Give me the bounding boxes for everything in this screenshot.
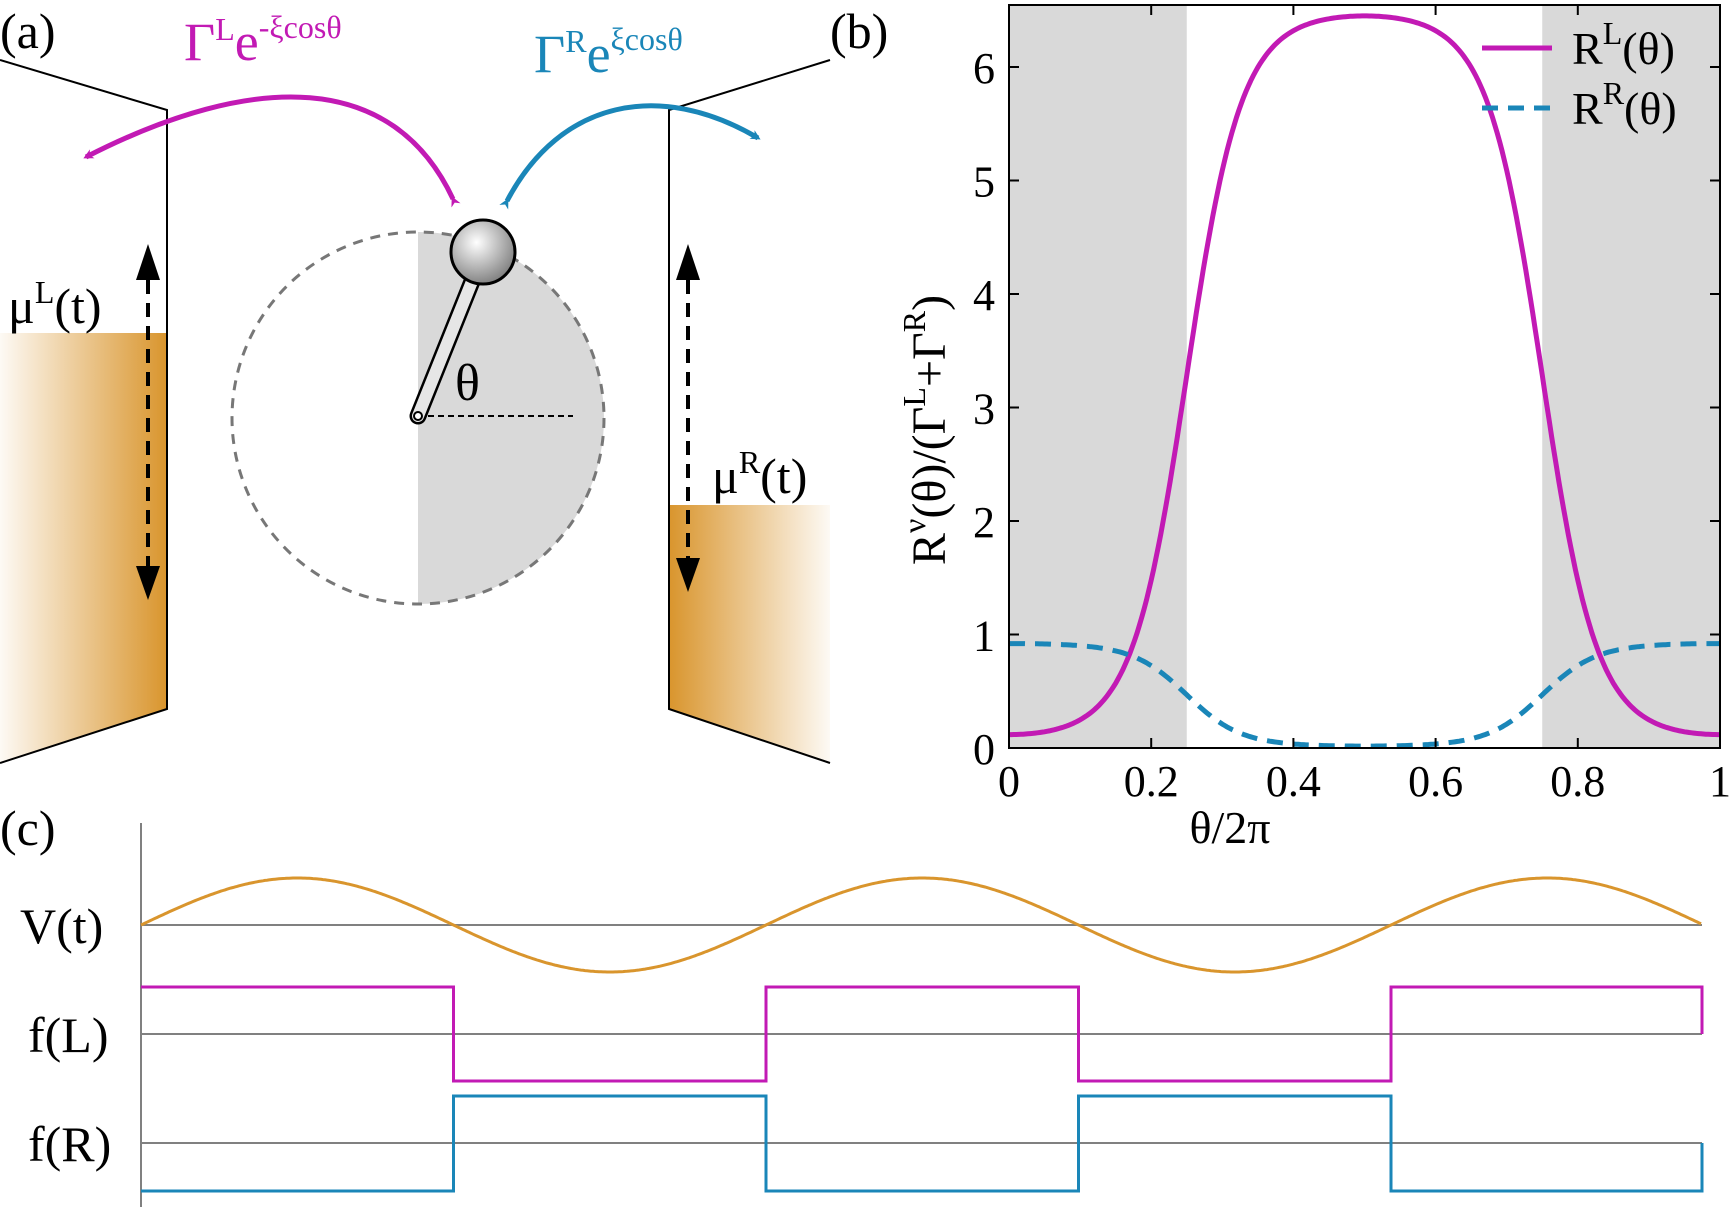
gamma-l-label: ΓLe-ξcosθ xyxy=(184,9,342,72)
gamma-r-label: ΓReξcosθ xyxy=(534,21,683,84)
y-tick-label: 1 xyxy=(973,612,995,661)
row-label-v: V(t) xyxy=(20,898,103,954)
right-lead-fill xyxy=(669,505,830,763)
v-waveform xyxy=(140,876,1702,974)
chart-legend: RL(θ) RR(θ) xyxy=(1482,15,1677,134)
rotor-orbit xyxy=(230,230,606,606)
left-lead: μL(t) xyxy=(0,59,168,764)
panel-a-label: (a) xyxy=(0,3,56,59)
mu-r-arrow-down-icon xyxy=(676,558,700,592)
chart-ylabel: Rν(θ)/(ΓL+ΓR) xyxy=(896,295,956,565)
gamma-l-arrow xyxy=(83,94,461,208)
panel-c-label: (c) xyxy=(0,800,56,856)
mu-l-arrow-down-icon xyxy=(136,566,160,600)
rotor-ball xyxy=(449,218,517,286)
rate-chart: 0 0.2 0.4 0.6 0.8 1 0 1 2 3 4 5 6 xyxy=(973,4,1731,806)
row-label-fl: f(L) xyxy=(28,1007,109,1063)
x-tick-label: 0.4 xyxy=(1266,757,1321,806)
x-tick-label: 0 xyxy=(998,757,1020,806)
chart-shaded-region xyxy=(1009,5,1187,748)
chart-shaded-region xyxy=(1542,5,1720,748)
rotor: θ xyxy=(230,218,606,606)
mu-r-label: μR(t) xyxy=(712,444,807,504)
x-tick-label: 1 xyxy=(1709,757,1731,806)
y-tick-label: 3 xyxy=(973,385,995,434)
series-rl-line xyxy=(1009,13,1720,738)
legend-label-rr: RR(θ) xyxy=(1572,75,1677,134)
series-rr-line xyxy=(1009,641,1720,749)
y-tick-label: 4 xyxy=(973,271,995,320)
mu-l-label: μL(t) xyxy=(8,274,102,334)
row-label-fr: f(R) xyxy=(28,1116,111,1172)
y-tick-label: 0 xyxy=(973,725,995,774)
panel-c: (c) V(t) f(L) f(R) xyxy=(0,800,1704,1207)
y-tick-label: 5 xyxy=(973,158,995,207)
legend-label-rl: RL(θ) xyxy=(1572,15,1675,74)
rotor-pivot xyxy=(413,411,423,421)
left-lead-fill xyxy=(0,333,167,763)
y-tick-label: 6 xyxy=(973,44,995,93)
panel-b-label: (b) xyxy=(830,3,888,59)
x-tick-label: 0.6 xyxy=(1408,757,1463,806)
gamma-r-arrow xyxy=(499,103,761,210)
rotor-shaded-half xyxy=(418,232,604,604)
mu-l-arrow-up-icon xyxy=(136,244,160,280)
right-lead: μR(t) xyxy=(668,59,831,764)
chart-frame xyxy=(1008,4,1721,749)
panel-a: (a) μL(t) μR(t) θ xyxy=(0,3,831,764)
theta-label: θ xyxy=(455,355,480,412)
fr-waveform xyxy=(141,1094,1704,1193)
mu-r-arrow-up-icon xyxy=(676,244,700,280)
left-lead-outline xyxy=(0,59,168,764)
fl-waveform xyxy=(141,985,1704,1083)
x-tick-label: 0.8 xyxy=(1550,757,1605,806)
y-tick-label: 2 xyxy=(973,498,995,547)
right-lead-outline xyxy=(668,59,831,764)
x-tick-label: 0.2 xyxy=(1124,757,1179,806)
chart-xlabel: θ/2π xyxy=(1189,802,1270,853)
